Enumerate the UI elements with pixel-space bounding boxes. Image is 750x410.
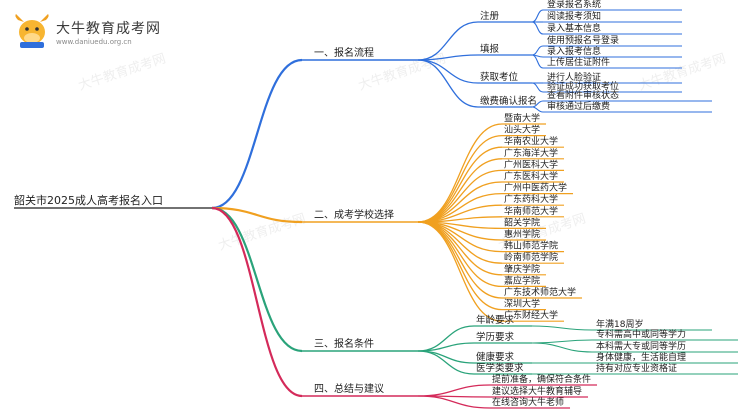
leaf-label: 惠州学院	[504, 228, 540, 240]
leaf-label: 嘉应学院	[504, 274, 540, 286]
branch-connector	[211, 206, 303, 353]
branch-label: 三、报名条件	[314, 337, 374, 350]
leaf-label: 录入报考信息	[547, 45, 601, 57]
leaf-label: 使用预报名号登录	[547, 34, 619, 46]
child-connector	[417, 350, 475, 364]
leaf-label: 登录报名系统	[547, 0, 601, 10]
logo-title: 大牛教育成考网	[56, 21, 161, 37]
child-connector	[417, 181, 503, 223]
branch-connector	[211, 206, 303, 224]
child-connector	[417, 384, 491, 397]
leaf-connector	[531, 325, 593, 331]
leaf-label: 录入基本信息	[547, 22, 601, 34]
leaf-label: 身体健康，生活能自理	[596, 351, 686, 363]
leaf-label: 验证成功获取考位	[547, 80, 619, 92]
leaf-label: 华南师范大学	[504, 205, 558, 217]
leaf-label: 建议选择大牛教育辅导	[492, 385, 582, 397]
child-connector	[417, 221, 503, 253]
watermark-text: 大牛教育成考网	[76, 50, 168, 93]
child-connector	[417, 54, 479, 61]
leaf-label: 岭南师范学院	[504, 251, 558, 263]
leaf-label: 华南农业大学	[504, 135, 558, 147]
leaf-connector	[531, 45, 544, 56]
child-connector	[417, 59, 479, 84]
leaf-label: 本科需大专或同等学历	[596, 340, 686, 352]
root-topic: 韶关市2025成人高考报名入口	[14, 193, 163, 207]
leaf-label: 广东技术师范大学	[504, 286, 576, 298]
branch-label: 二、成考学校选择	[314, 208, 394, 221]
site-logo: 大牛教育成考网 www.daniuedu.org.cn	[12, 14, 172, 50]
leaf-connector	[531, 106, 544, 113]
child-label: 医学类要求	[476, 362, 524, 374]
child-connector	[417, 134, 503, 223]
leaf-label: 韶关学院	[504, 216, 540, 228]
child-connector	[417, 158, 503, 223]
leaf-label: 年满18周岁	[596, 318, 643, 330]
leaf-connector	[531, 339, 593, 344]
child-connector	[417, 221, 503, 299]
leaf-label: 广州医科大学	[504, 158, 558, 170]
leaf-connector	[531, 54, 544, 69]
leaf-label: 广东医科大学	[504, 170, 558, 182]
leaf-label: 阅读报考须知	[547, 10, 601, 22]
leaf-label: 韩山师范学院	[504, 240, 558, 252]
leaf-connector	[531, 9, 544, 23]
child-label: 年龄要求	[476, 314, 515, 326]
child-label: 填报	[480, 43, 500, 55]
leaf-label: 汕头大学	[504, 124, 540, 136]
leaf-label: 进行人脸验证	[547, 71, 601, 83]
leaf-label: 专科需高中或同等学力	[596, 328, 686, 340]
leaf-label: 广东海洋大学	[504, 147, 558, 159]
branch-connector	[211, 206, 303, 398]
child-connector	[417, 192, 503, 223]
logo-url: www.daniuedu.org.cn	[56, 38, 132, 46]
leaf-connector	[531, 82, 544, 93]
leaf-label: 持有对应专业资格证	[596, 362, 677, 374]
leaf-label: 广东药科大学	[504, 193, 558, 205]
child-connector	[417, 221, 503, 322]
child-connector	[417, 221, 503, 311]
leaf-label: 暨南大学	[504, 112, 540, 124]
leaf-label: 广州中医药大学	[504, 182, 567, 194]
child-connector	[417, 59, 479, 108]
child-connector	[417, 21, 479, 61]
leaf-connector	[531, 21, 544, 35]
ox-logo-icon	[15, 14, 49, 48]
child-connector	[417, 395, 491, 409]
child-label: 健康要求	[476, 351, 515, 363]
leaf-label: 深圳大学	[504, 298, 540, 310]
leaf-label: 上传居住证附件	[547, 56, 610, 68]
leaf-label: 肇庆学院	[504, 263, 540, 275]
child-connector	[417, 350, 475, 375]
leaf-connector	[531, 342, 593, 353]
branch-label: 四、总结与建议	[314, 382, 384, 395]
leaf-label: 广东财经大学	[504, 309, 558, 321]
child-label: 注册	[480, 10, 500, 22]
leaf-label: 提前准备，确保符合条件	[492, 373, 591, 385]
child-label: 学历要求	[476, 331, 515, 343]
branch-connector	[211, 58, 303, 210]
child-connector	[417, 146, 503, 223]
child-label: 缴费确认报名	[480, 95, 537, 107]
leaf-label: 查看附件审核状态	[547, 89, 619, 101]
leaf-label: 在线咨询大牛老师	[492, 396, 564, 408]
branch-label: 一、报名流程	[314, 46, 374, 59]
child-label: 获取考位	[480, 71, 519, 83]
leaf-label: 审核通过后缴费	[547, 100, 610, 112]
